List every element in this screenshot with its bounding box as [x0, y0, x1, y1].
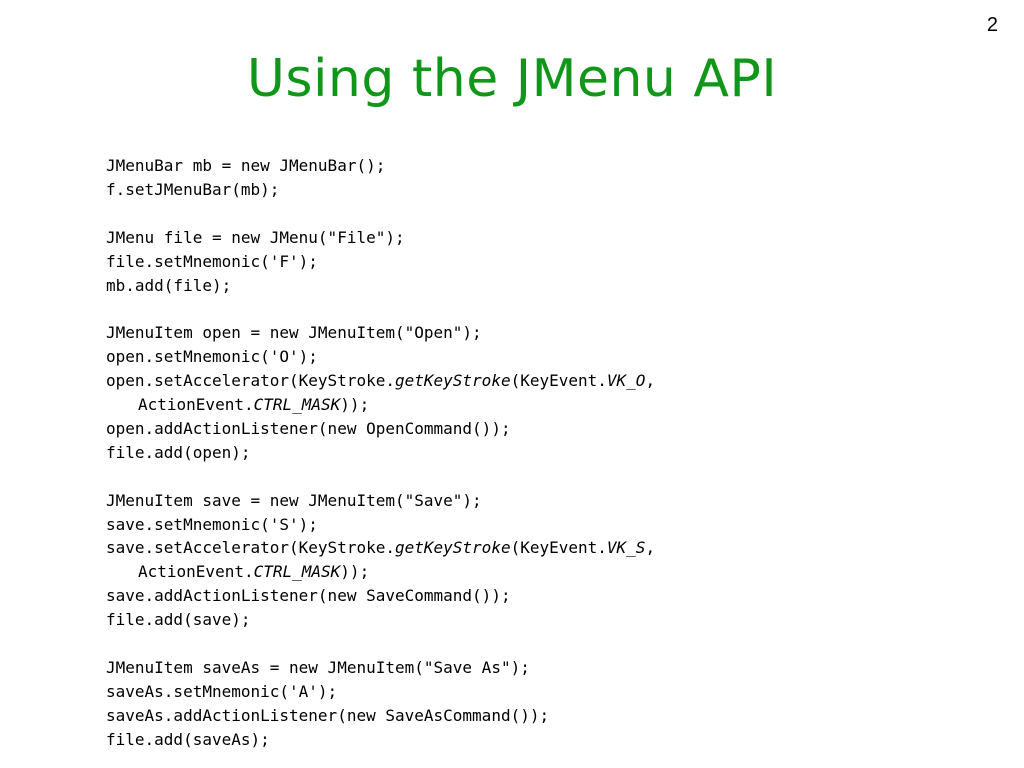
code-segment: ,: [645, 538, 656, 558]
slide-title: Using the JMenu API: [246, 49, 778, 109]
code-line: open.addActionListener(new OpenCommand()…: [106, 418, 511, 438]
code-segment: ActionEvent.: [138, 395, 254, 415]
code-segment-italic: CTRL_MASK: [253, 395, 341, 415]
code-line: save.setAccelerator(KeyStroke.getKeyStro…: [106, 536, 986, 560]
code-line: JMenuItem save = new JMenuItem("Save");: [106, 490, 482, 510]
code-segment: save.setAccelerator(KeyStroke.: [106, 538, 395, 558]
code-line: JMenuItem open = new JMenuItem("Open");: [106, 323, 482, 343]
code-line: JMenu file = new JMenu("File");: [106, 227, 405, 247]
code-line: ActionEvent.CTRL_MASK));: [106, 560, 986, 584]
code-line: mb.add(file);: [106, 275, 232, 295]
code-line: save.setMnemonic('S');: [106, 514, 318, 534]
code-segment: (KeyEvent.: [510, 371, 607, 391]
code-segment: ));: [340, 562, 370, 582]
code-segment-italic: VK_S: [606, 538, 646, 558]
code-segment: ActionEvent.: [138, 562, 254, 582]
code-segment-italic: VK_O: [606, 371, 646, 391]
code-line: save.addActionListener(new SaveCommand()…: [106, 586, 511, 606]
code-line: open.setMnemonic('O');: [106, 347, 318, 367]
code-segment-italic: getKeyStroke: [394, 538, 511, 558]
code-line: saveAs.setMnemonic('A');: [106, 681, 338, 701]
code-segment: ));: [340, 395, 370, 415]
blank-line: [106, 297, 986, 321]
code-segment-italic: getKeyStroke: [394, 371, 511, 391]
blank-line: [106, 465, 986, 489]
blank-line: [106, 632, 986, 656]
code-line: JMenuBar mb = new JMenuBar();: [106, 156, 386, 175]
page-number: 2: [986, 14, 998, 36]
code-line: f.setJMenuBar(mb);: [106, 179, 280, 199]
code-segment: open.setAccelerator(KeyStroke.: [106, 371, 395, 391]
code-segment-italic: CTRL_MASK: [253, 562, 341, 582]
code-line: file.add(open);: [106, 442, 251, 462]
code-line: file.add(save);: [106, 610, 251, 630]
code-line: ActionEvent.CTRL_MASK));: [106, 393, 986, 417]
code-line: file.add(saveAs);: [106, 729, 270, 749]
code-segment: (KeyEvent.: [510, 538, 607, 558]
blank-line: [106, 202, 986, 226]
code-line: open.setAccelerator(KeyStroke.getKeyStro…: [106, 369, 986, 393]
code-line: file.setMnemonic('F');: [106, 251, 318, 271]
code-line: saveAs.addActionListener(new SaveAsComma…: [106, 705, 550, 725]
code-line: JMenuItem saveAs = new JMenuItem("Save A…: [106, 657, 530, 677]
code-segment: ,: [645, 371, 656, 391]
code-block: JMenuBar mb = new JMenuBar(); f.setJMenu…: [106, 154, 986, 752]
